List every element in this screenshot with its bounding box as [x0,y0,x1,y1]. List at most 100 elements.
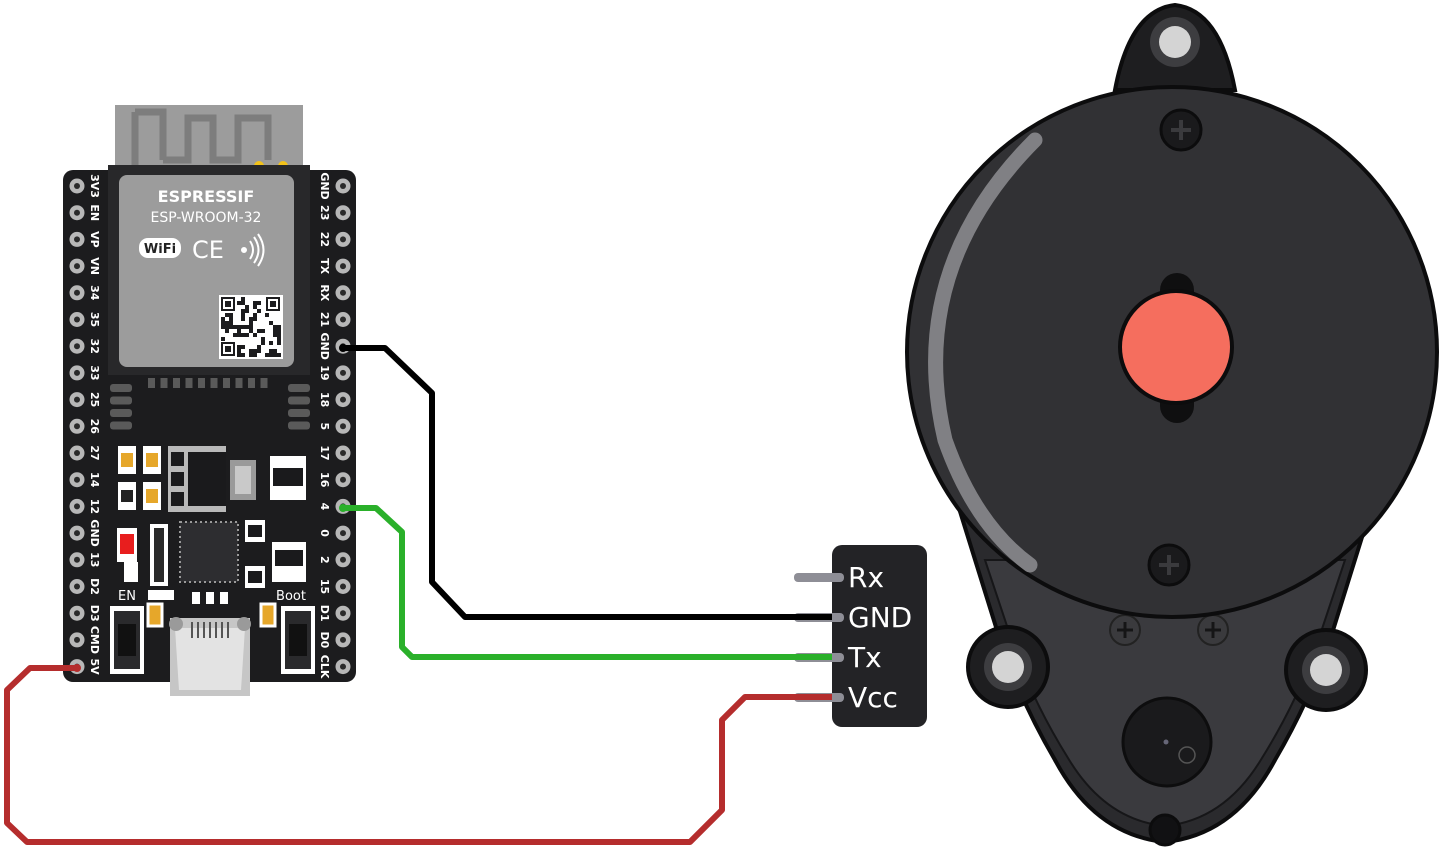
right-pin-gnd-0[interactable] [335,178,351,194]
sensor-pin-gnd-label: GND [848,601,912,634]
esp32-board: K. ESPRESSIF ESP-WROOM-32 WiFi CE [63,105,356,696]
left-pin-vn-3[interactable] [69,258,85,274]
motor-cap [1118,289,1234,405]
right-pin-label: RX [318,284,331,301]
right-pin-label: 19 [318,365,331,380]
left-pin-label: GND [88,519,101,546]
right-pin-label: 0 [318,529,331,537]
left-pin-label: 32 [88,339,101,354]
radio-icon [241,233,265,267]
right-pin-label: GND [318,333,331,360]
left-pin-en-1[interactable] [69,205,85,221]
left-pin-label: 35 [88,312,101,327]
right-pin-0-13[interactable] [335,525,351,541]
right-pin-clk-18[interactable] [335,659,351,675]
right-pin-tx-3[interactable] [335,258,351,274]
right-pin-label: 21 [318,312,331,327]
wire-end-tx [339,504,347,512]
sensor-pin-rx-label: Rx [848,561,884,594]
left-pin-label: CMD [88,626,101,654]
right-pin-label: 22 [318,232,331,247]
sensor-pin-vcc-label: Vcc [848,681,898,714]
qr-code [219,295,283,359]
sensor-pin-tx-label: Tx [847,641,882,674]
left-pin-label: 12 [88,499,101,514]
left-pin-d2-15[interactable] [69,579,85,594]
right-pin-21-5[interactable] [335,312,351,327]
wifi-logo: WiFi [139,238,181,258]
left-pin-label: 34 [88,285,101,301]
left-pin-14-11[interactable] [69,472,85,488]
left-pin-34-4[interactable] [69,285,85,301]
right-pin-rx-4[interactable] [335,285,351,301]
wire-tx-green [343,505,832,660]
left-pin-33-7[interactable] [69,365,85,381]
mount-ear-right [1284,628,1368,712]
wire-vcc-red [4,665,832,845]
left-pin-label: D3 [88,605,101,622]
left-pin-32-6[interactable] [69,338,85,354]
wire-end-gnd [339,344,347,352]
svg-text:WiFi: WiFi [144,242,176,257]
right-pin-18-8[interactable] [335,392,351,408]
left-pin-label: 27 [88,445,101,460]
right-pin-label: 23 [318,205,331,220]
sensor-pin-rx[interactable] [794,573,844,582]
left-pin-3v3-0[interactable] [69,178,85,194]
left-pin-label: 3V3 [88,174,101,198]
right-pin-label: 2 [318,556,331,564]
module-model: ESP-WROOM-32 [151,210,262,226]
micro-usb-port[interactable] [169,617,251,696]
right-pin-label: 17 [318,445,331,460]
right-pin-label: 15 [318,579,331,594]
right-pin-23-1[interactable] [335,205,351,221]
module-brand: ESPRESSIF [158,187,255,206]
usb-uart-chip [179,521,239,583]
right-pin-15-15[interactable] [335,579,351,594]
disc-highlight [928,132,1043,573]
screw-lower-right [1197,614,1229,646]
connector-body [832,545,927,727]
screw-disc-bottom [1147,543,1191,587]
right-pin-17-10[interactable] [335,445,351,461]
left-pin-label: 25 [88,392,101,407]
lidar-sensor [905,2,1439,847]
right-pin-label: D1 [318,605,331,622]
left-pin-cmd-17[interactable] [69,632,85,648]
left-pin-label: 13 [88,552,101,567]
left-pin-d3-16[interactable] [69,605,85,621]
right-pin-2-14[interactable] [335,552,351,568]
right-pin-label: CLK [318,655,331,679]
left-pin-27-10[interactable] [69,445,85,461]
mount-tab-top [1112,2,1238,92]
right-pin-22-2[interactable] [335,231,351,247]
left-pin-label: VP [88,231,101,248]
en-button-label: EN [118,589,136,604]
right-pin-16-11[interactable] [335,472,351,488]
right-pin-label: 18 [318,392,331,407]
motor [1121,696,1213,847]
left-pin-13-14[interactable] [69,552,85,568]
en-button[interactable] [110,606,144,674]
left-pin-label: 33 [88,365,101,380]
left-pin-gnd-13[interactable] [69,525,85,541]
left-pin-label: EN [88,204,101,221]
screw-disc-top [1159,108,1203,152]
left-pin-25-8[interactable] [69,392,85,408]
boot-button[interactable] [281,606,315,674]
right-pin-label: TX [318,258,331,275]
left-pin-35-5[interactable] [69,312,85,327]
right-pin-label: 4 [318,503,331,511]
right-pin-d1-16[interactable] [335,605,351,621]
boot-button-label: Boot [276,589,306,604]
right-pin-19-7[interactable] [335,365,351,381]
right-pin-5-9[interactable] [335,418,351,434]
left-pin-label: 5V [88,659,101,676]
left-pin-label: D2 [88,578,101,595]
right-pin-d0-17[interactable] [335,632,351,648]
left-pin-26-9[interactable] [69,418,85,434]
left-pin-vp-2[interactable] [69,231,85,247]
right-pin-label: D0 [318,632,331,649]
left-pin-12-12[interactable] [69,498,85,514]
